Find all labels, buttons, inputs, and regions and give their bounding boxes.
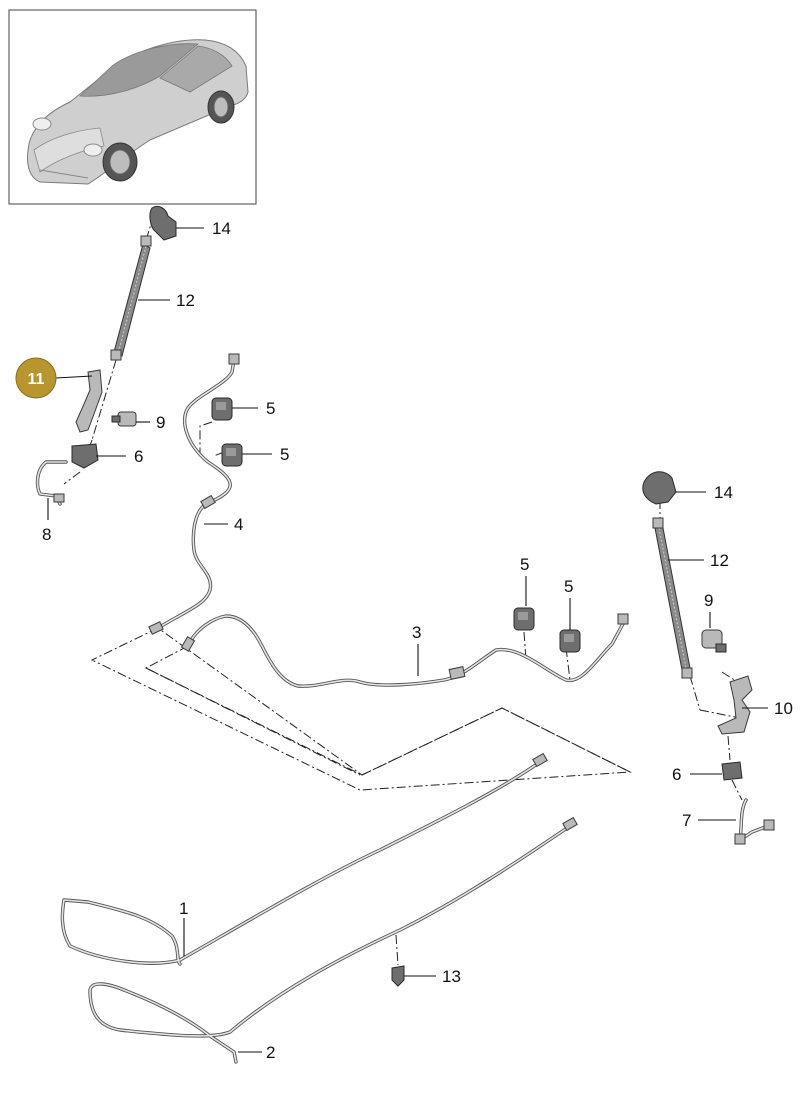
pipe-1 — [60, 752, 548, 966]
pipe-2 — [88, 816, 578, 1064]
callouts: 14 12 11 9 5 5 6 8 4 14 12 5 5 3 9 10 6 … — [15, 219, 793, 1062]
sensor-cable-7 — [734, 798, 775, 845]
callout-6-left[interactable]: 6 — [134, 447, 143, 466]
grommet-6-left — [71, 443, 99, 469]
sensor-cable-8 — [35, 460, 68, 506]
callout-3[interactable]: 3 — [412, 623, 421, 642]
callout-5-b[interactable]: 5 — [280, 445, 289, 464]
callout-12-left[interactable]: 12 — [176, 291, 195, 310]
callout-5-d[interactable]: 5 — [564, 577, 573, 596]
callout-14-left[interactable]: 14 — [212, 219, 231, 238]
bolt-9-right — [701, 629, 727, 653]
clip-14-left — [149, 205, 177, 241]
sensor-5-a — [211, 397, 233, 421]
callout-5-a[interactable]: 5 — [266, 399, 275, 418]
bolt-9-left — [111, 411, 137, 427]
callout-7[interactable]: 7 — [682, 811, 691, 830]
vehicle-thumbnail — [8, 9, 257, 205]
callout-2[interactable]: 2 — [266, 1043, 275, 1062]
brake-hose-left — [110, 235, 152, 361]
callout-13[interactable]: 13 — [442, 967, 461, 986]
sensor-5-c — [513, 607, 535, 631]
grommet-6-right — [721, 761, 743, 781]
callout-11-badge[interactable]: 11 — [15, 357, 57, 399]
callout-1[interactable]: 1 — [179, 899, 188, 918]
callout-14-right[interactable]: 14 — [714, 483, 733, 502]
pipe-4 — [148, 353, 240, 635]
callout-9-left[interactable]: 9 — [156, 413, 165, 432]
dashed-assembly-lines — [63, 214, 751, 966]
callout-9-right[interactable]: 9 — [704, 591, 713, 610]
pipe-3 — [180, 613, 629, 688]
brake-hose-right — [652, 517, 693, 679]
callout-12-right[interactable]: 12 — [710, 551, 729, 570]
car-illustration — [27, 39, 249, 185]
callout-5-c[interactable]: 5 — [520, 555, 529, 574]
sensor-5-b — [221, 443, 243, 467]
callout-10[interactable]: 10 — [774, 699, 793, 718]
badge-circle — [15, 357, 57, 399]
leader-lines — [47, 227, 768, 1053]
sensor-5-d — [559, 629, 581, 653]
callout-4[interactable]: 4 — [234, 515, 243, 534]
bracket-11 — [75, 369, 103, 433]
callout-6-right[interactable]: 6 — [672, 765, 681, 784]
callout-8[interactable]: 8 — [42, 525, 51, 544]
clip-14-right — [642, 471, 677, 505]
callout-11-label: 11 — [28, 371, 45, 388]
bracket-10 — [717, 675, 753, 735]
clip-13 — [391, 965, 405, 987]
